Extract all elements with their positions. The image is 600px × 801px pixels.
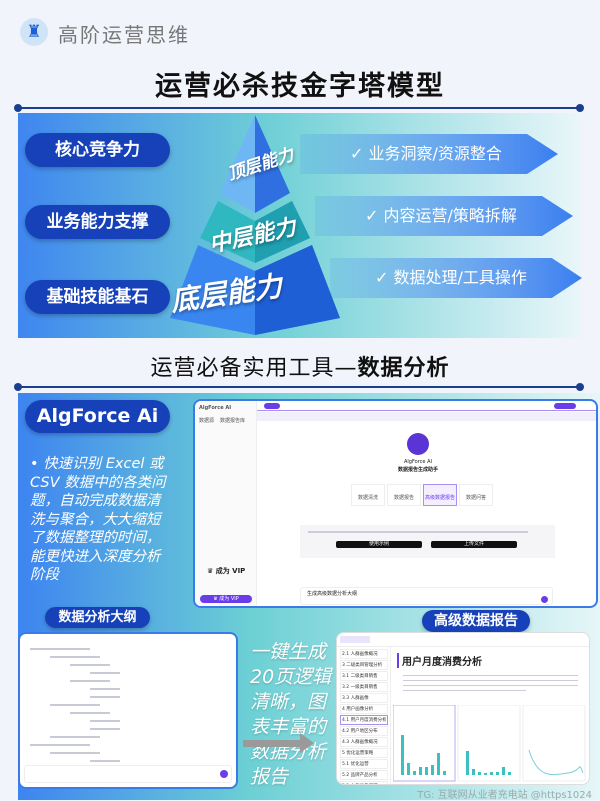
prompt-input[interactable]: 生成高级数据分析大纲	[307, 591, 358, 597]
watermark: TG: 互联网从业者充电站 @https1024	[417, 790, 592, 801]
mini-bar	[466, 751, 469, 775]
outline-line	[50, 704, 100, 706]
toc-item[interactable]: 4.2 用户地区分布	[340, 726, 388, 736]
mini-bar	[478, 772, 481, 775]
robot-logo-icon	[407, 433, 429, 455]
assistant-title: AlgForce AI	[404, 459, 432, 465]
outline-line	[50, 656, 100, 658]
product-badge: AlgForce Ai	[25, 400, 170, 433]
sidebar-tab[interactable]: 数据报告库	[220, 418, 246, 424]
product-description: • 快速识别 Excel 或 CSV 数据中的各类问题，自动完成数据清洗与聚合，…	[30, 456, 166, 583]
toc-item[interactable]: 5.1 优化运营	[340, 759, 388, 769]
vip-button[interactable]: ♛ 成为 VIP	[200, 595, 252, 603]
send-button[interactable]	[220, 770, 228, 778]
toc-item[interactable]: 4.3 人群画像概况	[340, 737, 388, 747]
feature-card[interactable]: 数据问答	[459, 484, 493, 506]
outline-line	[90, 728, 120, 730]
mini-bar	[502, 767, 505, 775]
outline-screenshot	[18, 632, 238, 789]
arrow-right-icon	[243, 740, 303, 747]
nav-tab-active[interactable]	[264, 403, 280, 409]
toc-item[interactable]: 5.3 人群画像概况	[340, 781, 388, 784]
arrow-head	[300, 733, 314, 753]
arrow-top: ✓ 业务洞察/资源整合	[300, 134, 558, 174]
divider	[14, 383, 584, 391]
toc-item[interactable]: 3 二级类目管理分析	[340, 660, 388, 670]
outline-line	[50, 736, 100, 738]
feature-card[interactable]: 数据清洗	[351, 484, 385, 506]
app-brand: AlgForce AI	[199, 405, 232, 411]
mini-bar	[437, 753, 440, 775]
mini-bar	[431, 765, 434, 775]
outline-line	[70, 680, 110, 682]
outline-line	[90, 696, 120, 698]
mini-bar	[443, 771, 446, 775]
mini-bar	[472, 769, 475, 775]
outline-line	[70, 712, 110, 714]
assistant-subtitle: 数据报告生成助手	[397, 467, 438, 473]
report-title: 用户月度消费分析	[397, 653, 482, 668]
toc-item[interactable]: 4.1 用户月度消费分析	[340, 715, 388, 725]
sidebar-tab[interactable]: 数据源	[199, 418, 215, 424]
label-basic: 基础技能基石	[25, 280, 170, 314]
outline-label: 数据分析大纲	[45, 607, 150, 628]
outline-line	[50, 752, 100, 754]
outline-line	[90, 672, 120, 674]
mini-bar	[496, 772, 499, 775]
arrow-mid: ✓ 内容运营/策略拆解	[315, 196, 573, 236]
outline-line	[90, 688, 120, 690]
feature-card-active[interactable]: 高级数据报告	[423, 484, 457, 506]
mini-bar	[413, 771, 416, 775]
outline-line	[30, 648, 90, 650]
mini-line	[528, 749, 584, 776]
outline-line	[30, 744, 90, 746]
toc-item[interactable]: 5.2 品牌产品分析	[340, 770, 388, 780]
send-button[interactable]	[541, 596, 548, 603]
pyramid-title: 运营必杀技金字塔模型	[155, 71, 445, 102]
mini-bar	[484, 773, 487, 775]
app-screenshot: AlgForce AI 数据源 数据报告库 ♛ 成为 VIP ♛ 成为 VIP …	[193, 399, 598, 608]
toc-item[interactable]: 3.1 二级类目销售	[340, 671, 388, 681]
arrow-bottom: ✓ 数据处理/工具操作	[330, 258, 582, 298]
outline-line	[90, 720, 120, 722]
feature-card[interactable]: 数据报告	[387, 484, 421, 506]
toc-item[interactable]: 5 优化运营策略	[340, 748, 388, 758]
mini-bar	[490, 772, 493, 775]
section-title-bold: 数据分析	[357, 356, 450, 381]
example-button[interactable]: 使用示例	[336, 541, 422, 548]
arrow-text: ✓ 业务洞察/资源整合	[350, 144, 502, 163]
mini-bar	[407, 763, 410, 775]
toc-item[interactable]: 3.3 人群画像	[340, 693, 388, 703]
report-label: 高级数据报告	[422, 610, 530, 632]
toc-item[interactable]: 2.1 人群画像概况	[340, 649, 388, 659]
arrow-text: ✓ 数据处理/工具操作	[375, 268, 527, 287]
mini-bar	[401, 735, 404, 775]
label-core: 核心竞争力	[25, 133, 170, 167]
label-business: 业务能力支撑	[25, 205, 170, 239]
report-promo-text: 一键生成20页逻辑清晰，图表丰富的数据分析报告	[250, 641, 332, 788]
header-title: 高阶运营思维	[58, 23, 190, 47]
mini-bar	[508, 772, 511, 775]
mini-bar	[419, 767, 422, 775]
vip-nav-button[interactable]	[554, 403, 576, 409]
divider	[14, 104, 584, 112]
toc-item[interactable]: 3.2 一级类目销售	[340, 682, 388, 692]
outline-line	[70, 664, 110, 666]
vip-title: ♛ 成为 VIP	[207, 567, 246, 575]
mini-bar	[425, 767, 428, 775]
section-title: 运营必备实用工具—数据分析	[0, 350, 600, 382]
toc-item[interactable]: 4 用户画像分析	[340, 704, 388, 714]
rook-chess-icon: ♜	[20, 18, 48, 46]
outline-line	[90, 760, 120, 762]
arrow-text: ✓ 内容运营/策略拆解	[365, 206, 517, 225]
section-title-prefix: 运营必备实用工具—	[150, 356, 358, 381]
upload-button[interactable]: 上传文件	[431, 541, 517, 548]
mini-charts	[393, 705, 586, 782]
mini-chart-card	[522, 705, 586, 782]
pyramid-graphic	[170, 115, 340, 335]
